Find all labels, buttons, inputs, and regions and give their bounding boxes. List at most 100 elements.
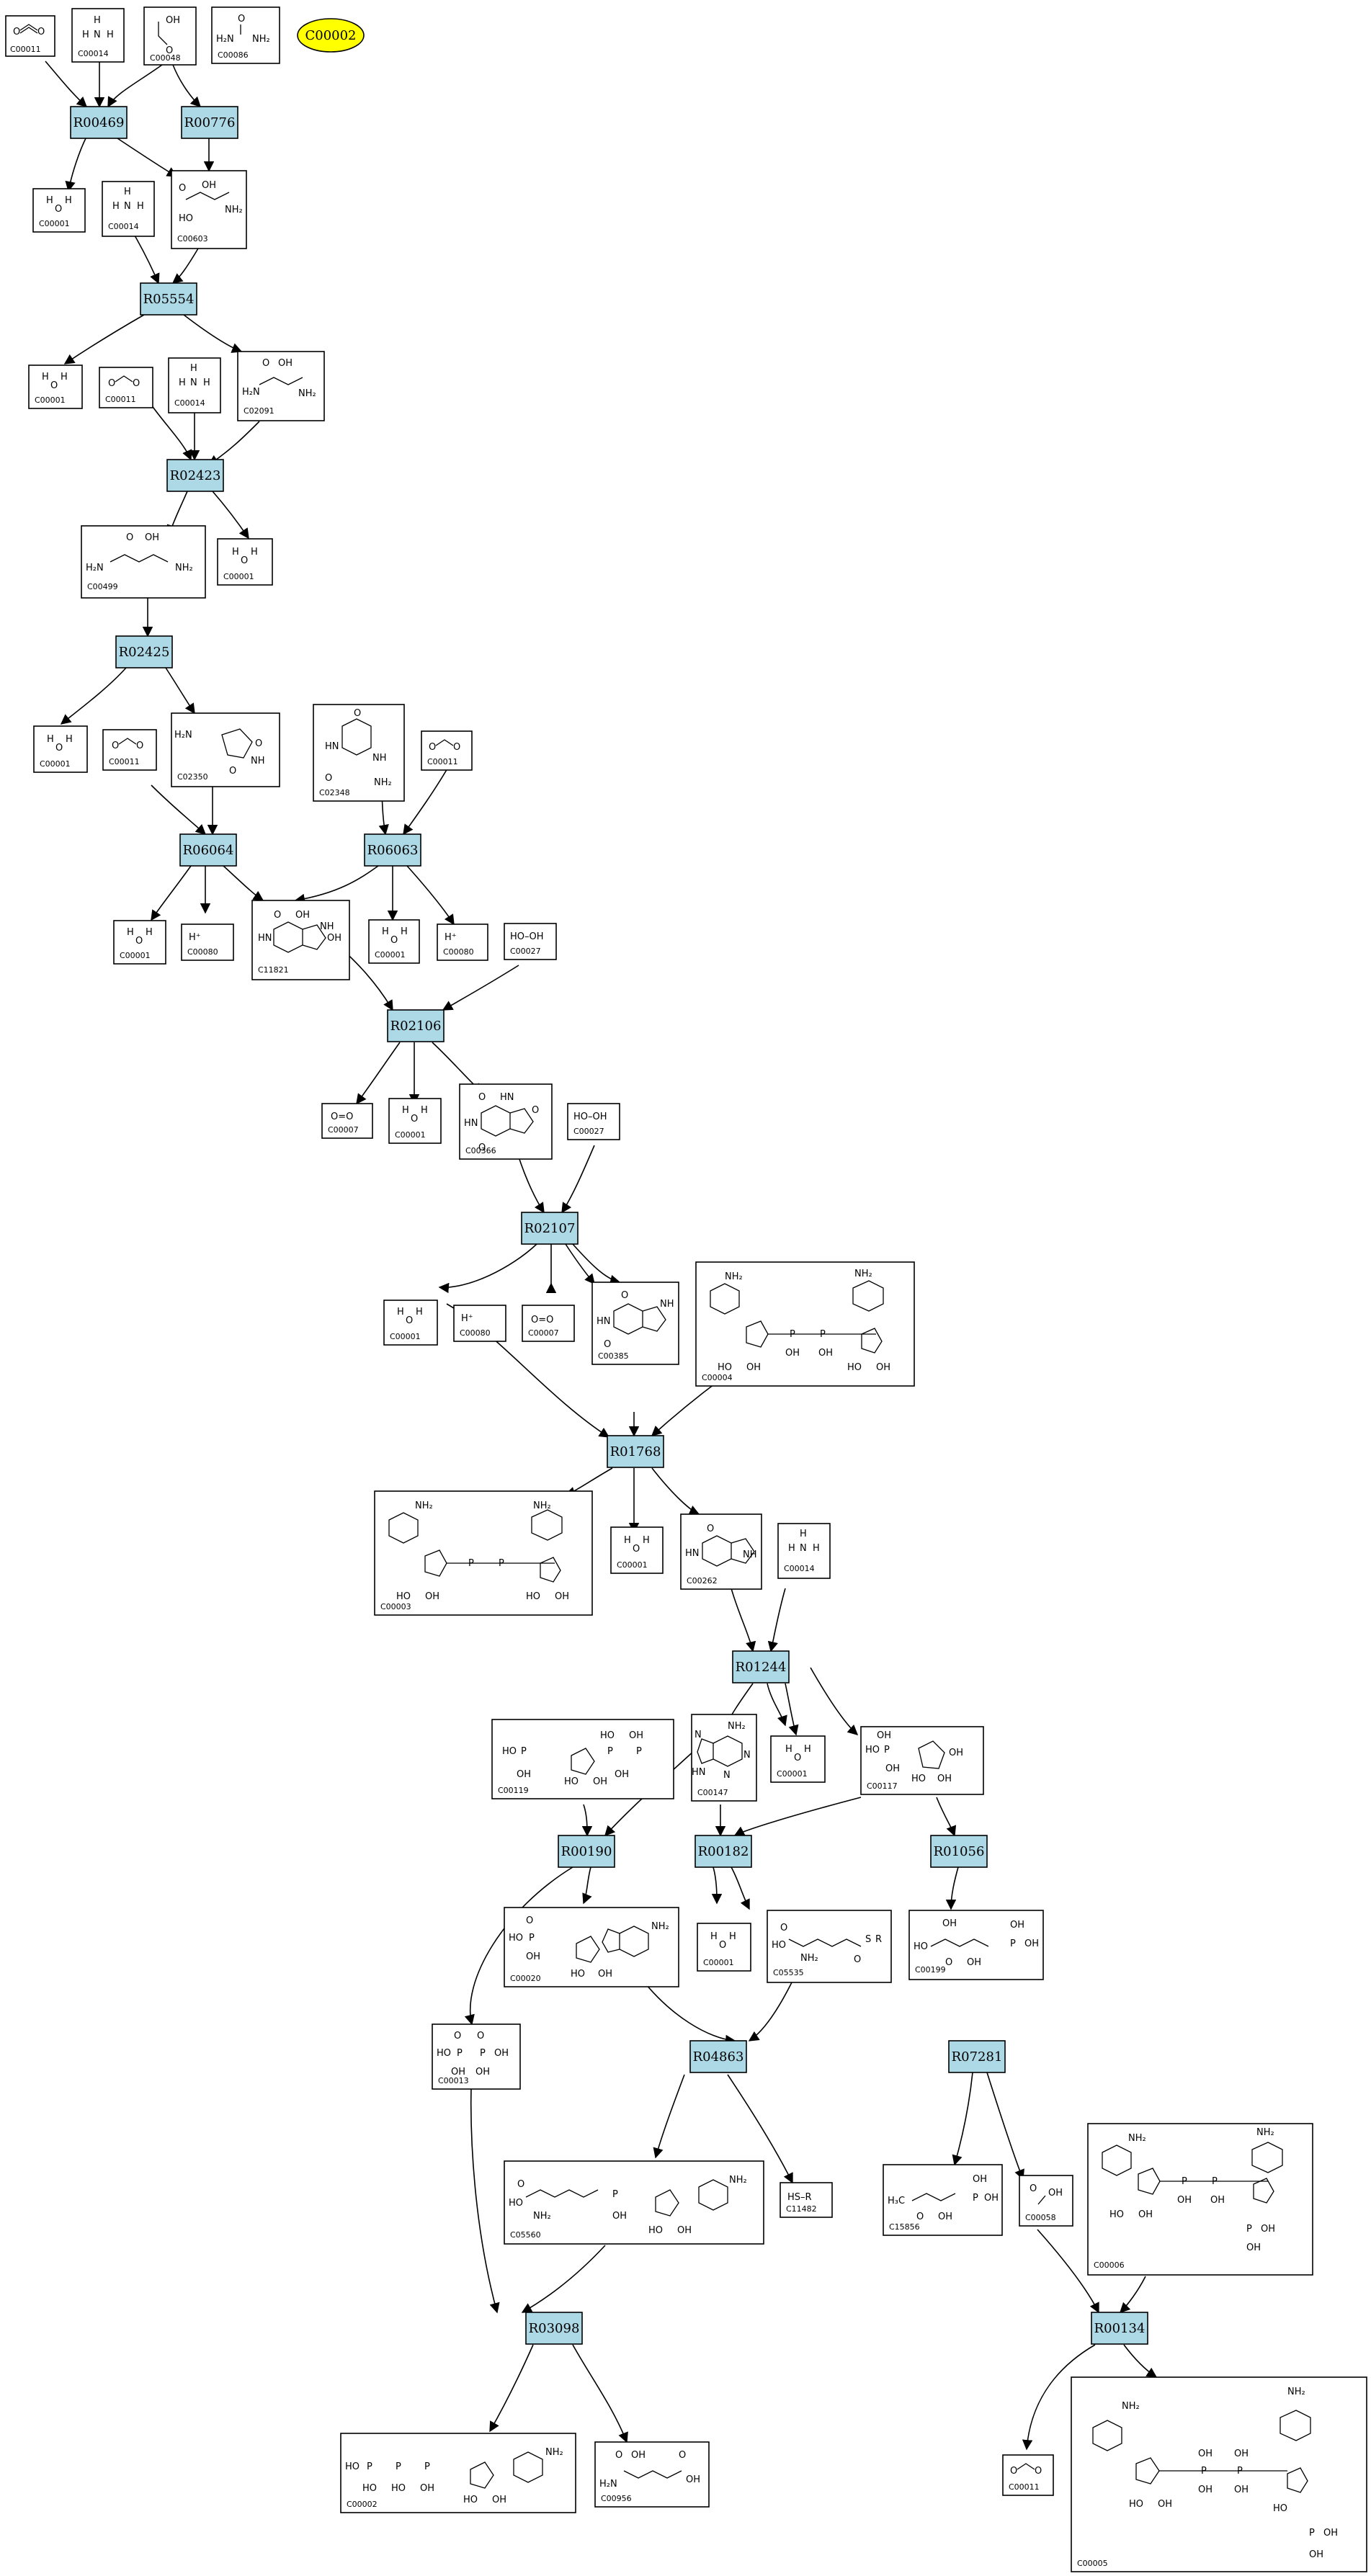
compound-C11482[interactable]: HS–R C11482	[780, 2182, 833, 2218]
compound-id: C00001	[120, 951, 151, 960]
svg-text:NH₂: NH₂	[1287, 2387, 1305, 2397]
reaction-R02425[interactable]: R02425	[115, 635, 173, 668]
compound-C00001[interactable]: HOH C00001	[33, 725, 88, 773]
compound-C00080[interactable]: H⁺ C00080	[453, 1305, 506, 1342]
edge	[470, 2063, 500, 2314]
compound-C00080[interactable]: H⁺ C00080	[181, 923, 234, 961]
reaction-R02423[interactable]: R02423	[166, 459, 224, 492]
compound-id: C00005	[1077, 2559, 1108, 2568]
compound-C00027[interactable]: HO–OH C00027	[567, 1103, 620, 1140]
reaction-R01056[interactable]: R01056	[930, 1835, 988, 1868]
reaction-label: R00134	[1094, 2321, 1146, 2336]
compound-C00001[interactable]: HOH C00001	[697, 1923, 751, 1972]
reaction-R01244[interactable]: R01244	[732, 1650, 790, 1683]
svg-text:OH: OH	[938, 2211, 952, 2222]
target-compound-C00002[interactable]: C00002	[297, 18, 365, 53]
svg-text:O: O	[478, 1092, 486, 1103]
reaction-R06064[interactable]: R06064	[179, 833, 237, 867]
compound-C00001[interactable]: HOH C00001	[32, 188, 86, 233]
compound-C00001[interactable]: HOH C00001	[610, 1526, 664, 1574]
edge	[464, 1866, 573, 2026]
svg-text:O: O	[238, 14, 245, 24]
reaction-R06063[interactable]: R06063	[364, 833, 421, 867]
svg-text:H₂N: H₂N	[174, 730, 192, 741]
compound-C00007[interactable]: O=O C00007	[321, 1103, 373, 1139]
reaction-R00469[interactable]: R00469	[70, 106, 128, 139]
compound-C00001[interactable]: HOH C00001	[388, 1098, 442, 1144]
reaction-R01768[interactable]: R01768	[607, 1435, 664, 1468]
reaction-R07281[interactable]: R07281	[948, 2040, 1006, 2073]
compound-id: C00013	[438, 2076, 469, 2085]
reaction-R00190[interactable]: R00190	[558, 1835, 615, 1868]
reaction-R00134[interactable]: R00134	[1091, 2312, 1148, 2345]
compound-id: C02350	[177, 772, 208, 782]
svg-text:H₃C: H₃C	[888, 2196, 905, 2206]
compound-C00048[interactable]: OHO C00048	[143, 6, 197, 66]
compound-id: C00020	[510, 1974, 541, 1983]
compound-C00001[interactable]: HOH C00001	[770, 1735, 826, 1783]
edge	[294, 865, 379, 904]
compound-C00001[interactable]: HOH C00001	[28, 365, 83, 409]
compound-C00001[interactable]: HOH C00001	[383, 1300, 438, 1346]
svg-text:HO: HO	[1109, 2209, 1124, 2220]
reaction-R03098[interactable]: R03098	[525, 2312, 583, 2345]
reaction-R02106[interactable]: R02106	[387, 1009, 445, 1042]
compound-C00001[interactable]: HOH C00001	[113, 920, 166, 965]
edge	[936, 1797, 957, 1837]
compound-C00001[interactable]: HOH C00001	[217, 538, 273, 586]
reaction-R00776[interactable]: R00776	[181, 106, 238, 139]
compound-C00007[interactable]: O=O C00007	[522, 1305, 575, 1342]
compound-C00001[interactable]: HOH C00001	[368, 919, 420, 964]
reaction-R00182[interactable]: R00182	[695, 1835, 752, 1868]
compound-id: C00007	[328, 1125, 359, 1135]
structure-water: HOH	[127, 927, 153, 947]
svg-text:OH: OH	[629, 1730, 643, 1741]
svg-text:O: O	[37, 27, 45, 37]
reaction-R02107[interactable]: R02107	[521, 1212, 579, 1245]
compound-C00027[interactable]: HO–OH C00027	[504, 923, 557, 960]
reaction-R04863[interactable]: R04863	[689, 2040, 747, 2073]
reaction-R05554[interactable]: R05554	[140, 282, 197, 316]
compound-C00080[interactable]: H⁺ C00080	[437, 923, 488, 961]
svg-text:HO: HO	[362, 2483, 377, 2494]
svg-text:O: O	[133, 378, 140, 389]
